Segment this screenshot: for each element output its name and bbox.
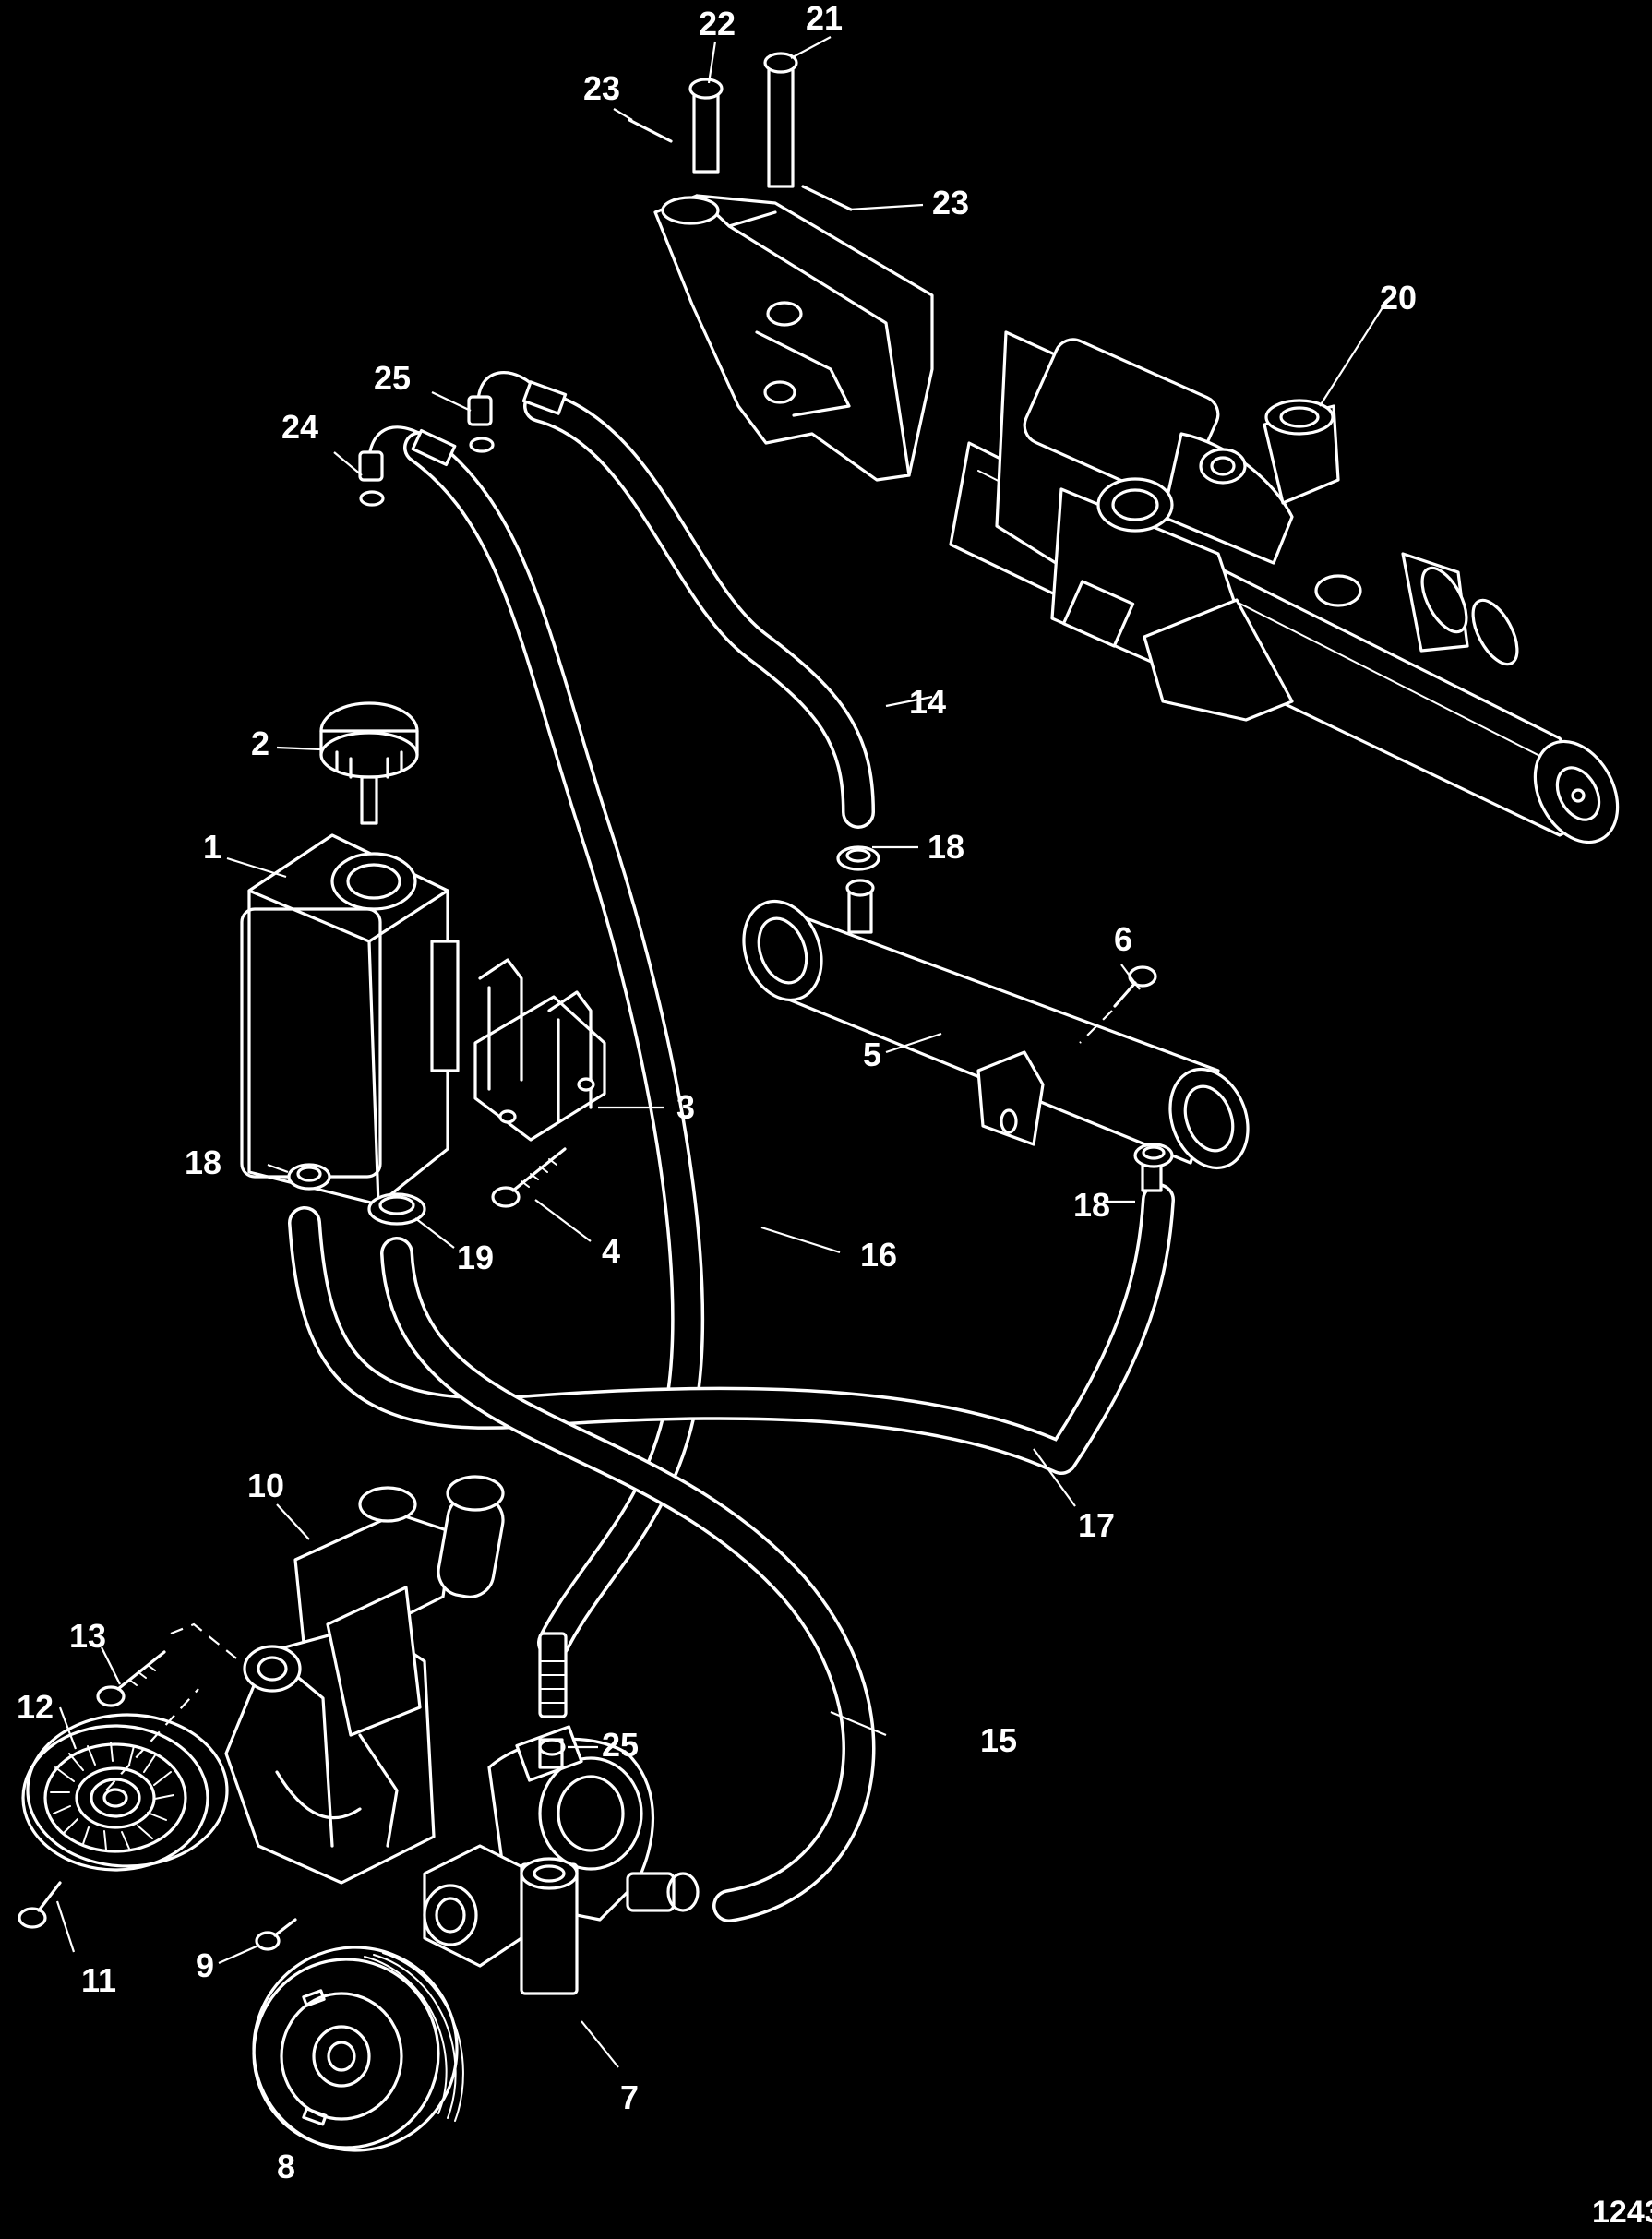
- drive-pulley: [252, 1946, 464, 2152]
- callout-15: 15: [980, 1721, 1017, 1759]
- callout-3: 3: [676, 1088, 695, 1126]
- hose-17: [288, 1183, 1175, 1475]
- pin-21: [763, 52, 798, 188]
- callout-14: 14: [909, 683, 946, 721]
- callout-24: 24: [281, 408, 318, 446]
- hose-15: [380, 1237, 876, 1922]
- leader-lines: [55, 36, 1385, 2147]
- hose-14: [523, 389, 875, 829]
- callout-9: 9: [196, 1946, 214, 1984]
- fluid-reservoir: [240, 833, 460, 1206]
- figure-id: 1243: [1592, 2195, 1652, 2230]
- bolt-4: [491, 1147, 567, 1208]
- callout-2: 2: [251, 724, 269, 762]
- pin-22: [688, 78, 724, 174]
- steering-clevis-bracket: [653, 194, 934, 482]
- fluid-cooler: [742, 879, 1250, 1192]
- bolt-6: [1079, 965, 1157, 1044]
- callout-18-cooler-bottom: 18: [1073, 1186, 1110, 1224]
- callout-18-cooler-top: 18: [928, 828, 964, 866]
- callout-19: 19: [457, 1239, 494, 1276]
- hose-clamp-18-top: [836, 845, 880, 871]
- callout-23-right: 23: [932, 184, 969, 222]
- bolt-13: [96, 1622, 241, 1707]
- callout-12: 12: [17, 1688, 54, 1726]
- power-steering-pump: [423, 1725, 700, 1995]
- reservoir-bracket: [473, 958, 606, 1142]
- callout-22: 22: [699, 5, 736, 42]
- callout-8: 8: [277, 2148, 295, 2185]
- callout-5: 5: [863, 1036, 881, 1073]
- cylinder-fitting-20: [1263, 399, 1340, 505]
- callout-25-top: 25: [374, 359, 411, 397]
- callout-1: 1: [203, 828, 221, 866]
- idler-pulley-alignment: [105, 1688, 199, 1791]
- cotter-pin-23-right: [801, 185, 853, 211]
- callout-7: 7: [620, 2078, 639, 2116]
- callout-labels: 1 2 3 4 5 6 7 8 9 10 11 12 13 14 15 16 1…: [17, 0, 1652, 2230]
- callout-18-reservoir: 18: [185, 1143, 221, 1181]
- callout-21: 21: [806, 0, 843, 37]
- callout-10: 10: [247, 1467, 284, 1504]
- hose-clamp-18-right: [1133, 1143, 1174, 1168]
- hose-clamp-18-reservoir: [287, 1163, 331, 1191]
- cotter-pin-23-left: [628, 118, 673, 143]
- steering-cylinder: [949, 330, 1620, 844]
- hose-fitting-25-bottom: [538, 1632, 568, 1756]
- bolt-9: [255, 1918, 297, 1951]
- pump-mounting-bracket: [224, 1475, 505, 1885]
- hose-fitting-25-top: [467, 371, 568, 453]
- callout-16: 16: [860, 1236, 897, 1274]
- hose-clamp-19: [367, 1192, 426, 1226]
- hose-fitting-24: [358, 425, 457, 507]
- callout-6: 6: [1114, 920, 1132, 958]
- callout-4: 4: [602, 1232, 620, 1270]
- bolt-11: [18, 1881, 62, 1929]
- reservoir-cap: [319, 701, 419, 825]
- callout-13: 13: [69, 1617, 106, 1655]
- callout-20: 20: [1380, 279, 1417, 317]
- idler-pulley: [21, 1713, 229, 1872]
- callout-17: 17: [1078, 1506, 1115, 1544]
- hose-16: [403, 431, 705, 1659]
- callout-25-bottom: 25: [602, 1726, 639, 1764]
- callout-23-left: 23: [583, 69, 620, 107]
- callout-11: 11: [81, 1961, 116, 1999]
